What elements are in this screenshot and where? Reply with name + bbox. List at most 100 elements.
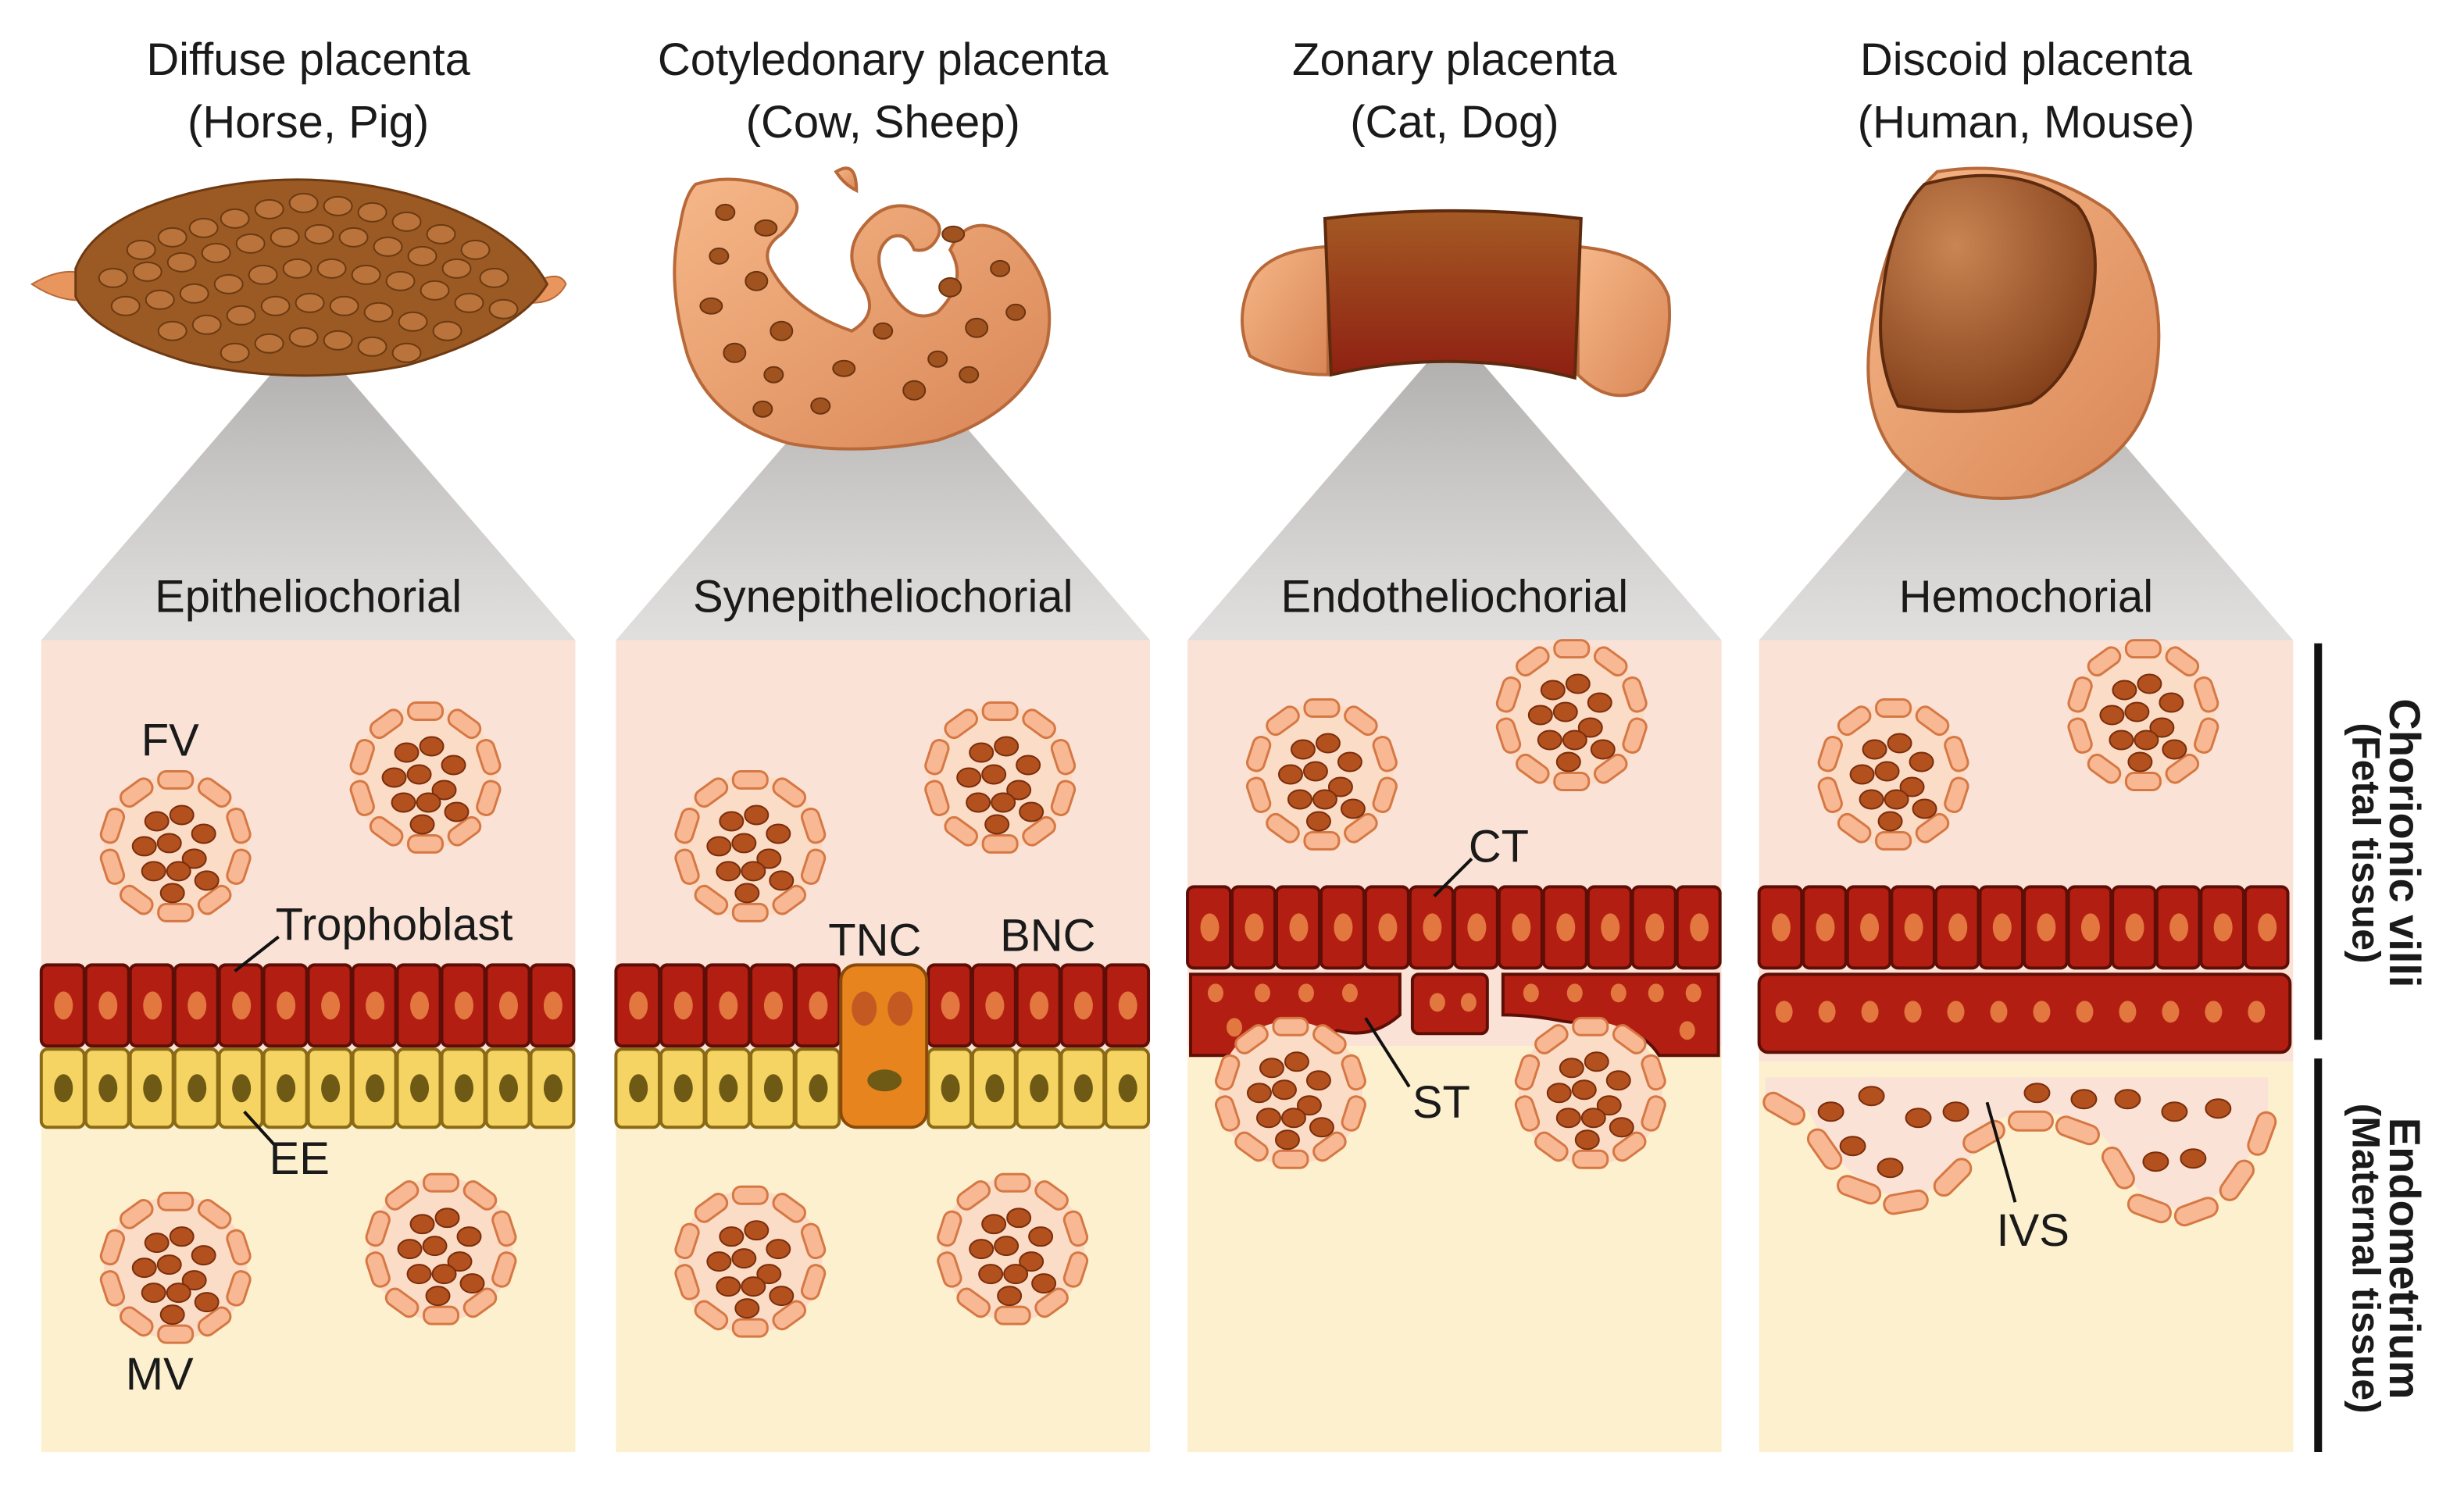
nucleus bbox=[543, 1074, 562, 1103]
nucleus bbox=[2119, 1001, 2137, 1023]
nucleus bbox=[1334, 913, 1353, 942]
trophoblast-layer bbox=[614, 963, 1151, 1048]
nucleus bbox=[1118, 991, 1137, 1020]
nucleus bbox=[1860, 913, 1880, 942]
panel-hemochorial: IVS bbox=[1757, 639, 2292, 1256]
nucleus bbox=[321, 1074, 341, 1103]
nucleus bbox=[629, 991, 648, 1020]
maternal-vessel bbox=[934, 1172, 1091, 1325]
fetal-vessel bbox=[1244, 698, 1400, 851]
nucleus bbox=[1948, 913, 1968, 942]
nucleus bbox=[143, 991, 162, 1020]
fetal-vessel bbox=[1494, 639, 1650, 791]
cotyledonary-species: (Cow, Sheep) bbox=[746, 98, 1020, 148]
zonary-placenta-illustration bbox=[1240, 209, 1672, 398]
ct-label: CT bbox=[1469, 822, 1529, 872]
nucleus bbox=[232, 991, 252, 1020]
nucleus bbox=[1200, 913, 1220, 942]
maternal-tissue-label: Endometrium bbox=[2380, 1118, 2430, 1400]
nucleus bbox=[719, 1074, 738, 1103]
interface-type-3: Endotheliochorial bbox=[1281, 573, 1629, 623]
nucleus bbox=[366, 1074, 385, 1103]
nucleus bbox=[941, 991, 960, 1020]
nucleus bbox=[277, 1074, 296, 1103]
trophoblast-layer bbox=[39, 963, 576, 1048]
nucleus bbox=[410, 1074, 430, 1103]
nucleus bbox=[498, 991, 518, 1020]
nucleus bbox=[498, 1074, 518, 1103]
fetal-vessel bbox=[347, 701, 504, 854]
nucleus bbox=[98, 991, 118, 1020]
nucleus bbox=[809, 991, 828, 1020]
nucleus bbox=[2205, 1001, 2223, 1023]
nucleus bbox=[941, 1074, 960, 1103]
panel-endotheliochorial: CT ST bbox=[1186, 639, 1722, 1169]
interface-type-labels: Epitheliochorial Synepitheliochorial End… bbox=[155, 573, 2153, 623]
nucleus bbox=[1601, 913, 1620, 942]
nucleus bbox=[2037, 913, 2056, 942]
nucleus bbox=[2258, 913, 2277, 942]
fetal-vessel bbox=[98, 769, 254, 922]
cotyledonary-title: Cotyledonary placenta bbox=[658, 35, 1109, 85]
discoid-placenta-illustration bbox=[1866, 166, 2161, 500]
nucleus bbox=[2213, 913, 2233, 942]
maternal-vessel bbox=[1512, 1016, 1669, 1169]
nucleus bbox=[1556, 913, 1576, 942]
nucleus bbox=[1378, 913, 1398, 942]
nucleus bbox=[1118, 1074, 1137, 1103]
cytotrophoblast-layer bbox=[1186, 885, 1722, 970]
maternal-vessel bbox=[1212, 1016, 1369, 1169]
nucleus bbox=[455, 1074, 474, 1103]
nucleus bbox=[985, 1074, 1005, 1103]
nucleus bbox=[321, 991, 341, 1020]
maternal-vessel bbox=[98, 1191, 254, 1344]
nucleus bbox=[1467, 913, 1487, 942]
nucleus bbox=[410, 991, 430, 1020]
fetal-vessel bbox=[2065, 639, 2221, 791]
nucleus bbox=[1904, 1001, 1922, 1023]
trinucleate-cell bbox=[839, 963, 929, 1129]
st-label: ST bbox=[1412, 1078, 1470, 1128]
nucleus bbox=[1904, 913, 1923, 942]
nucleus bbox=[1030, 1074, 1049, 1103]
fetal-vessel bbox=[1816, 698, 1972, 851]
trophoblast-layer bbox=[1757, 885, 2290, 970]
nucleus bbox=[1423, 913, 1442, 942]
nucleus bbox=[143, 1074, 162, 1103]
nucleus bbox=[1816, 913, 1835, 942]
interface-type-2: Synepitheliochorial bbox=[693, 573, 1073, 623]
diffuse-species: (Horse, Pig) bbox=[187, 98, 429, 148]
nucleus bbox=[1645, 913, 1665, 942]
interface-type-1: Epitheliochorial bbox=[155, 573, 462, 623]
tnc-label: TNC bbox=[828, 915, 921, 965]
nucleus bbox=[1289, 913, 1309, 942]
nucleus bbox=[1992, 913, 2012, 942]
nucleus bbox=[1818, 1001, 1836, 1023]
placenta-titles: Diffuse placenta (Horse, Pig) Cotyledona… bbox=[146, 35, 2194, 148]
nucleus bbox=[2076, 1001, 2094, 1023]
nucleus bbox=[543, 991, 562, 1020]
nucleus bbox=[1073, 1074, 1093, 1103]
nucleus bbox=[1512, 913, 1531, 942]
nucleus bbox=[2248, 1001, 2266, 1023]
nucleus bbox=[277, 991, 296, 1020]
diffuse-placenta-illustration bbox=[30, 178, 567, 377]
panel-synepitheliochorial: TNC BNC bbox=[614, 701, 1151, 1338]
nucleus bbox=[1947, 1001, 1965, 1023]
nucleus bbox=[2080, 913, 2100, 942]
nucleus bbox=[763, 991, 783, 1020]
maternal-vessel bbox=[672, 1185, 828, 1338]
nucleus bbox=[366, 991, 385, 1020]
nucleus bbox=[809, 1074, 828, 1103]
discoid-species: (Human, Mouse) bbox=[1858, 98, 2195, 148]
nucleus bbox=[455, 991, 474, 1020]
nucleus bbox=[1861, 1001, 1879, 1023]
trophoblast-label: Trophoblast bbox=[276, 900, 513, 950]
nucleus bbox=[1030, 991, 1049, 1020]
cone-3 bbox=[1187, 330, 1722, 640]
nucleus bbox=[98, 1074, 118, 1103]
nucleus bbox=[985, 991, 1005, 1020]
nucleus bbox=[1990, 1001, 2008, 1023]
nucleus bbox=[673, 1074, 693, 1103]
nucleus bbox=[187, 1074, 207, 1103]
